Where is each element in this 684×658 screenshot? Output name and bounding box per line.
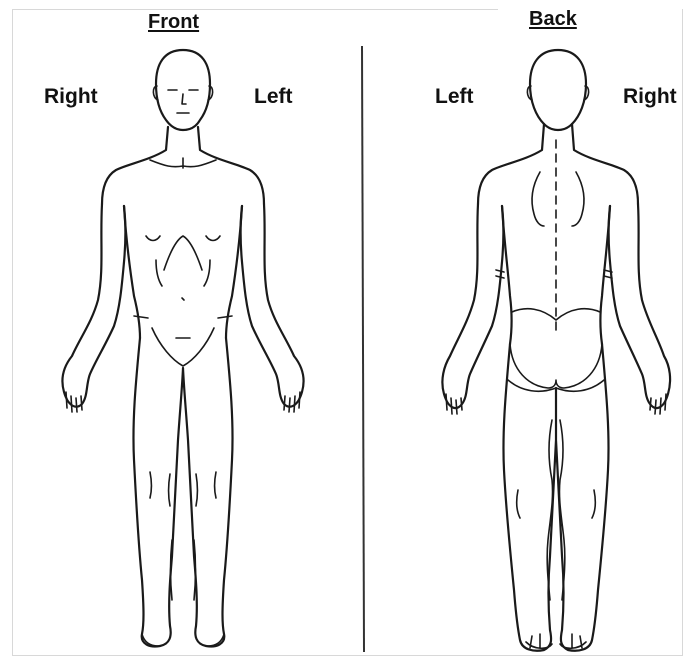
front-side-label-right: Right: [44, 86, 98, 107]
back-side-label-left: Left: [435, 86, 474, 107]
back-body-figure: [442, 50, 670, 651]
back-shoulders: [478, 124, 638, 204]
center-divider: [362, 46, 364, 652]
back-arm-right: [609, 204, 671, 408]
front-torso-sides: [124, 206, 242, 338]
front-knee-marks: [150, 472, 216, 506]
front-legs-outline: [133, 338, 232, 647]
back-head: [530, 50, 586, 130]
back-legs-outline: [503, 344, 608, 651]
back-buttocks: [508, 344, 604, 391]
front-navel: [182, 298, 184, 300]
front-pelvis: [152, 328, 214, 366]
front-head: [156, 50, 210, 130]
back-side-label-right: Right: [623, 86, 677, 107]
front-arm-right: [62, 204, 125, 407]
front-side-label-left: Left: [254, 86, 293, 107]
front-shin-marks: [171, 540, 196, 600]
back-arm-left: [442, 204, 503, 408]
back-feet: [526, 634, 586, 648]
front-view-title: Front: [148, 12, 199, 32]
back-view-title: Back: [529, 9, 577, 29]
front-arm-left: [241, 204, 304, 407]
front-chest-marks: [146, 236, 220, 286]
front-hip-lines: [134, 316, 232, 318]
front-collar: [150, 158, 216, 168]
front-body-figure: [62, 50, 303, 647]
back-shoulder-blades: [532, 172, 584, 226]
back-knee-marks: [517, 490, 596, 518]
front-nose: [182, 94, 186, 104]
front-feet: [142, 634, 224, 646]
